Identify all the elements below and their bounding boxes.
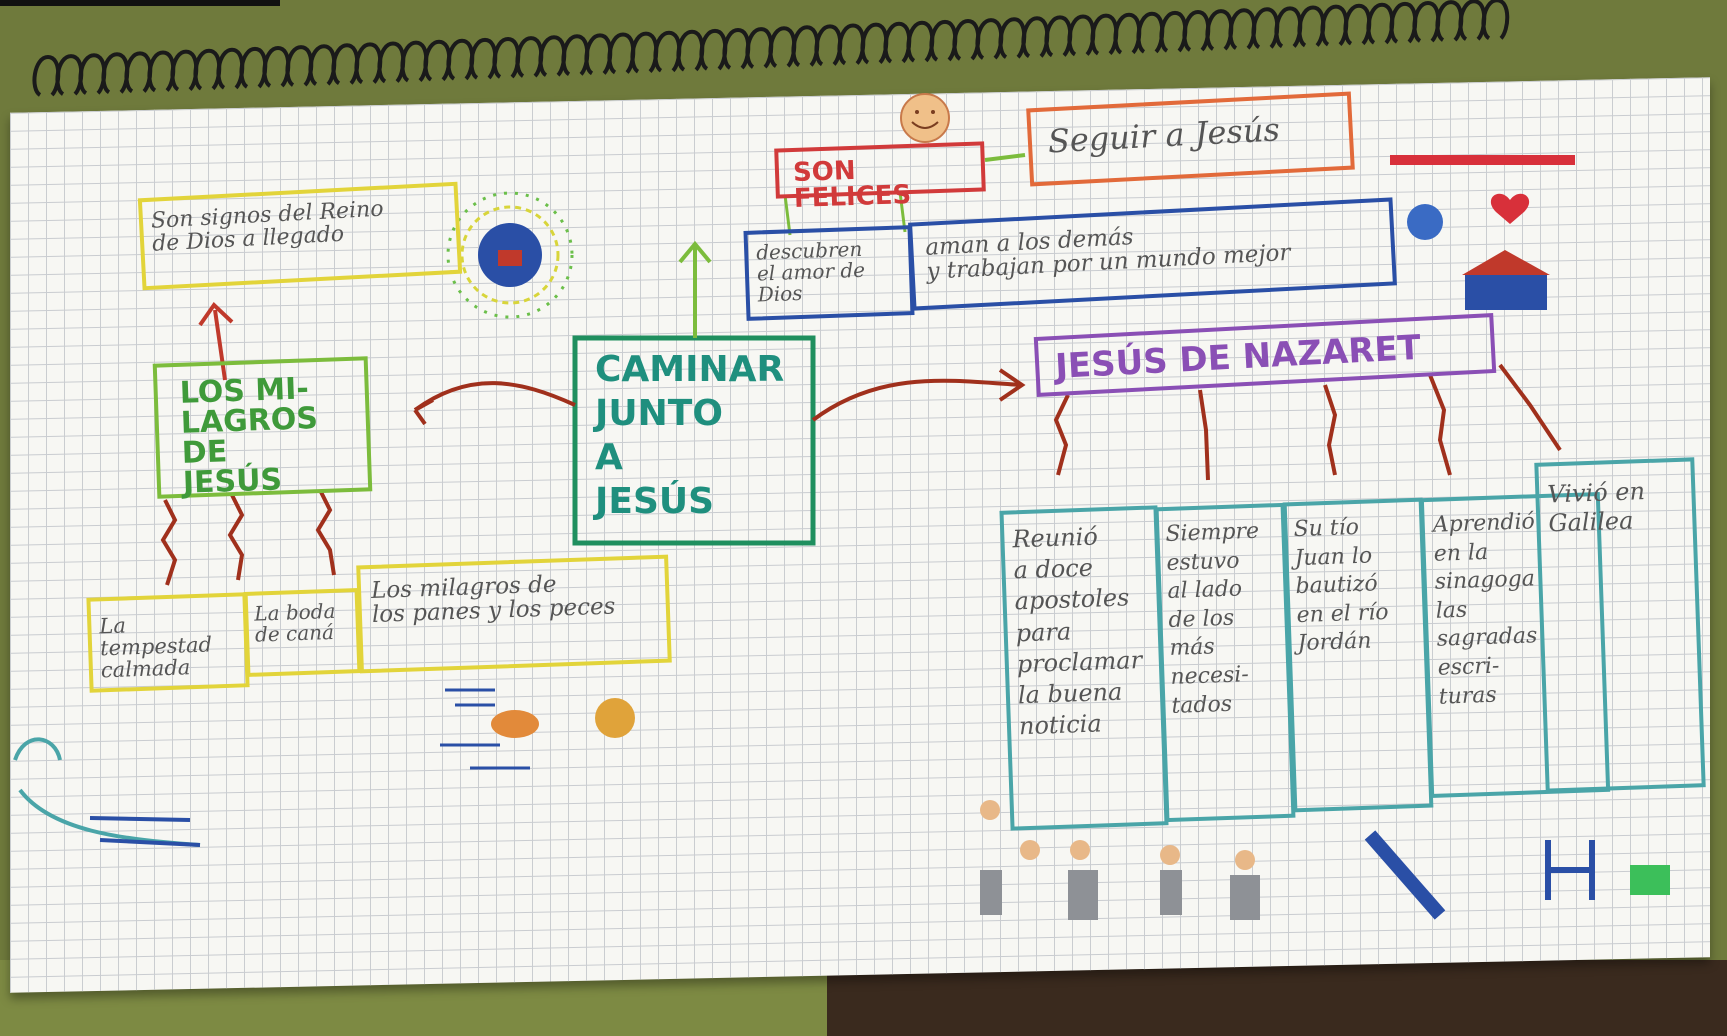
miracle-item-1-text: La tempestad calmada [98, 613, 213, 683]
arrow-to-nazaret [811, 378, 1021, 422]
nazaret-col-3-text: Su tío Juan lo bautizó en el río Jordán [1293, 514, 1389, 657]
love-text: aman a los demás y trabajan por un mundo… [924, 223, 1292, 285]
nazaret-col-2-text: Siempre estuvo al lado de los más necesi… [1165, 518, 1260, 719]
miracle-item-2-text: La boda de caná [253, 598, 336, 647]
nazaret-col-1: Reunió a doce apostoles para proclamar l… [999, 505, 1169, 831]
h-drawing [1545, 840, 1595, 900]
blue-stroke-drawing [1364, 830, 1446, 920]
spiral-binding [32, 0, 1510, 97]
arrow-up-signs [213, 309, 227, 381]
arrow-miracle-3 [315, 489, 336, 576]
center-title: CAMINAR JUNTO A JESÚS [595, 349, 785, 522]
waves-drawing [13, 737, 201, 847]
miracle-item-2: La boda de caná [243, 588, 362, 677]
nazaret-col-4-text: Aprendió en la sinagoga las sagradas esc… [1432, 509, 1538, 710]
nazaret-col-2: Siempre estuvo al lado de los más necesi… [1154, 502, 1296, 823]
arrow-to-miracles [413, 381, 576, 412]
happy-box: SON FELICES [774, 141, 986, 214]
arrow-col-3 [1323, 384, 1338, 476]
top-black-bar [0, 0, 280, 6]
heart-drawing [1490, 193, 1530, 224]
miracles-title: LOS MI- LAGROS DE JESÚS [179, 371, 319, 501]
nazaret-title: JESÚS DE NAZARET [1054, 327, 1422, 387]
nazaret-col-5: Vivió en Galilea [1534, 457, 1706, 793]
red-ground-line [1390, 155, 1575, 165]
crowd-drawing [980, 800, 1260, 920]
miracle-item-3-text: Los milagros de los panes y los peces [370, 571, 616, 629]
arrow-col-4 [1428, 374, 1452, 476]
arrow-miracle-1 [160, 499, 178, 586]
miracles-title-box: LOS MI- LAGROS DE JESÚS [152, 356, 373, 501]
happy-text: SON FELICES [792, 155, 912, 215]
arrow-col-1 [1053, 394, 1070, 476]
arrow-felices-descubren [783, 194, 792, 236]
nazaret-col-3: Su tío Juan lo bautizó en el río Jordán [1282, 497, 1434, 813]
fish-drawing [440, 688, 635, 770]
miracle-item-1: La tempestad calmada [86, 592, 250, 693]
arrow-col-2 [1198, 389, 1210, 481]
arrow-col-5 [1498, 363, 1562, 452]
nazaret-col-1-text: Reunió a doce apostoles para proclamar l… [1011, 522, 1143, 741]
nazaret-col-5-text: Vivió en Galilea [1546, 477, 1646, 538]
green-box-drawing [1630, 865, 1670, 895]
follow-text: Seguir a Jesús [1046, 110, 1281, 161]
miracle-item-3: Los milagros de los panes y los peces [356, 554, 672, 674]
signs-text: Son signos del Reino de Dios a llegado [150, 196, 385, 257]
discover-box: descubren el amor de Dios [743, 225, 915, 321]
spiral-coil [1481, 0, 1510, 41]
smiley-face [900, 93, 950, 143]
sun-drawing [446, 191, 574, 319]
arrow-felices-seguir [984, 153, 1026, 162]
signs-box: Son signos del Reino de Dios a llegado [137, 181, 463, 291]
discover-text: descubren el amor de Dios [755, 236, 866, 307]
arrow-miracle-2 [227, 494, 245, 581]
arrow-felices-aman [898, 191, 907, 233]
table-shadow [827, 960, 1727, 1036]
house-drawing [1462, 250, 1550, 310]
earth-drawing [1407, 204, 1443, 240]
